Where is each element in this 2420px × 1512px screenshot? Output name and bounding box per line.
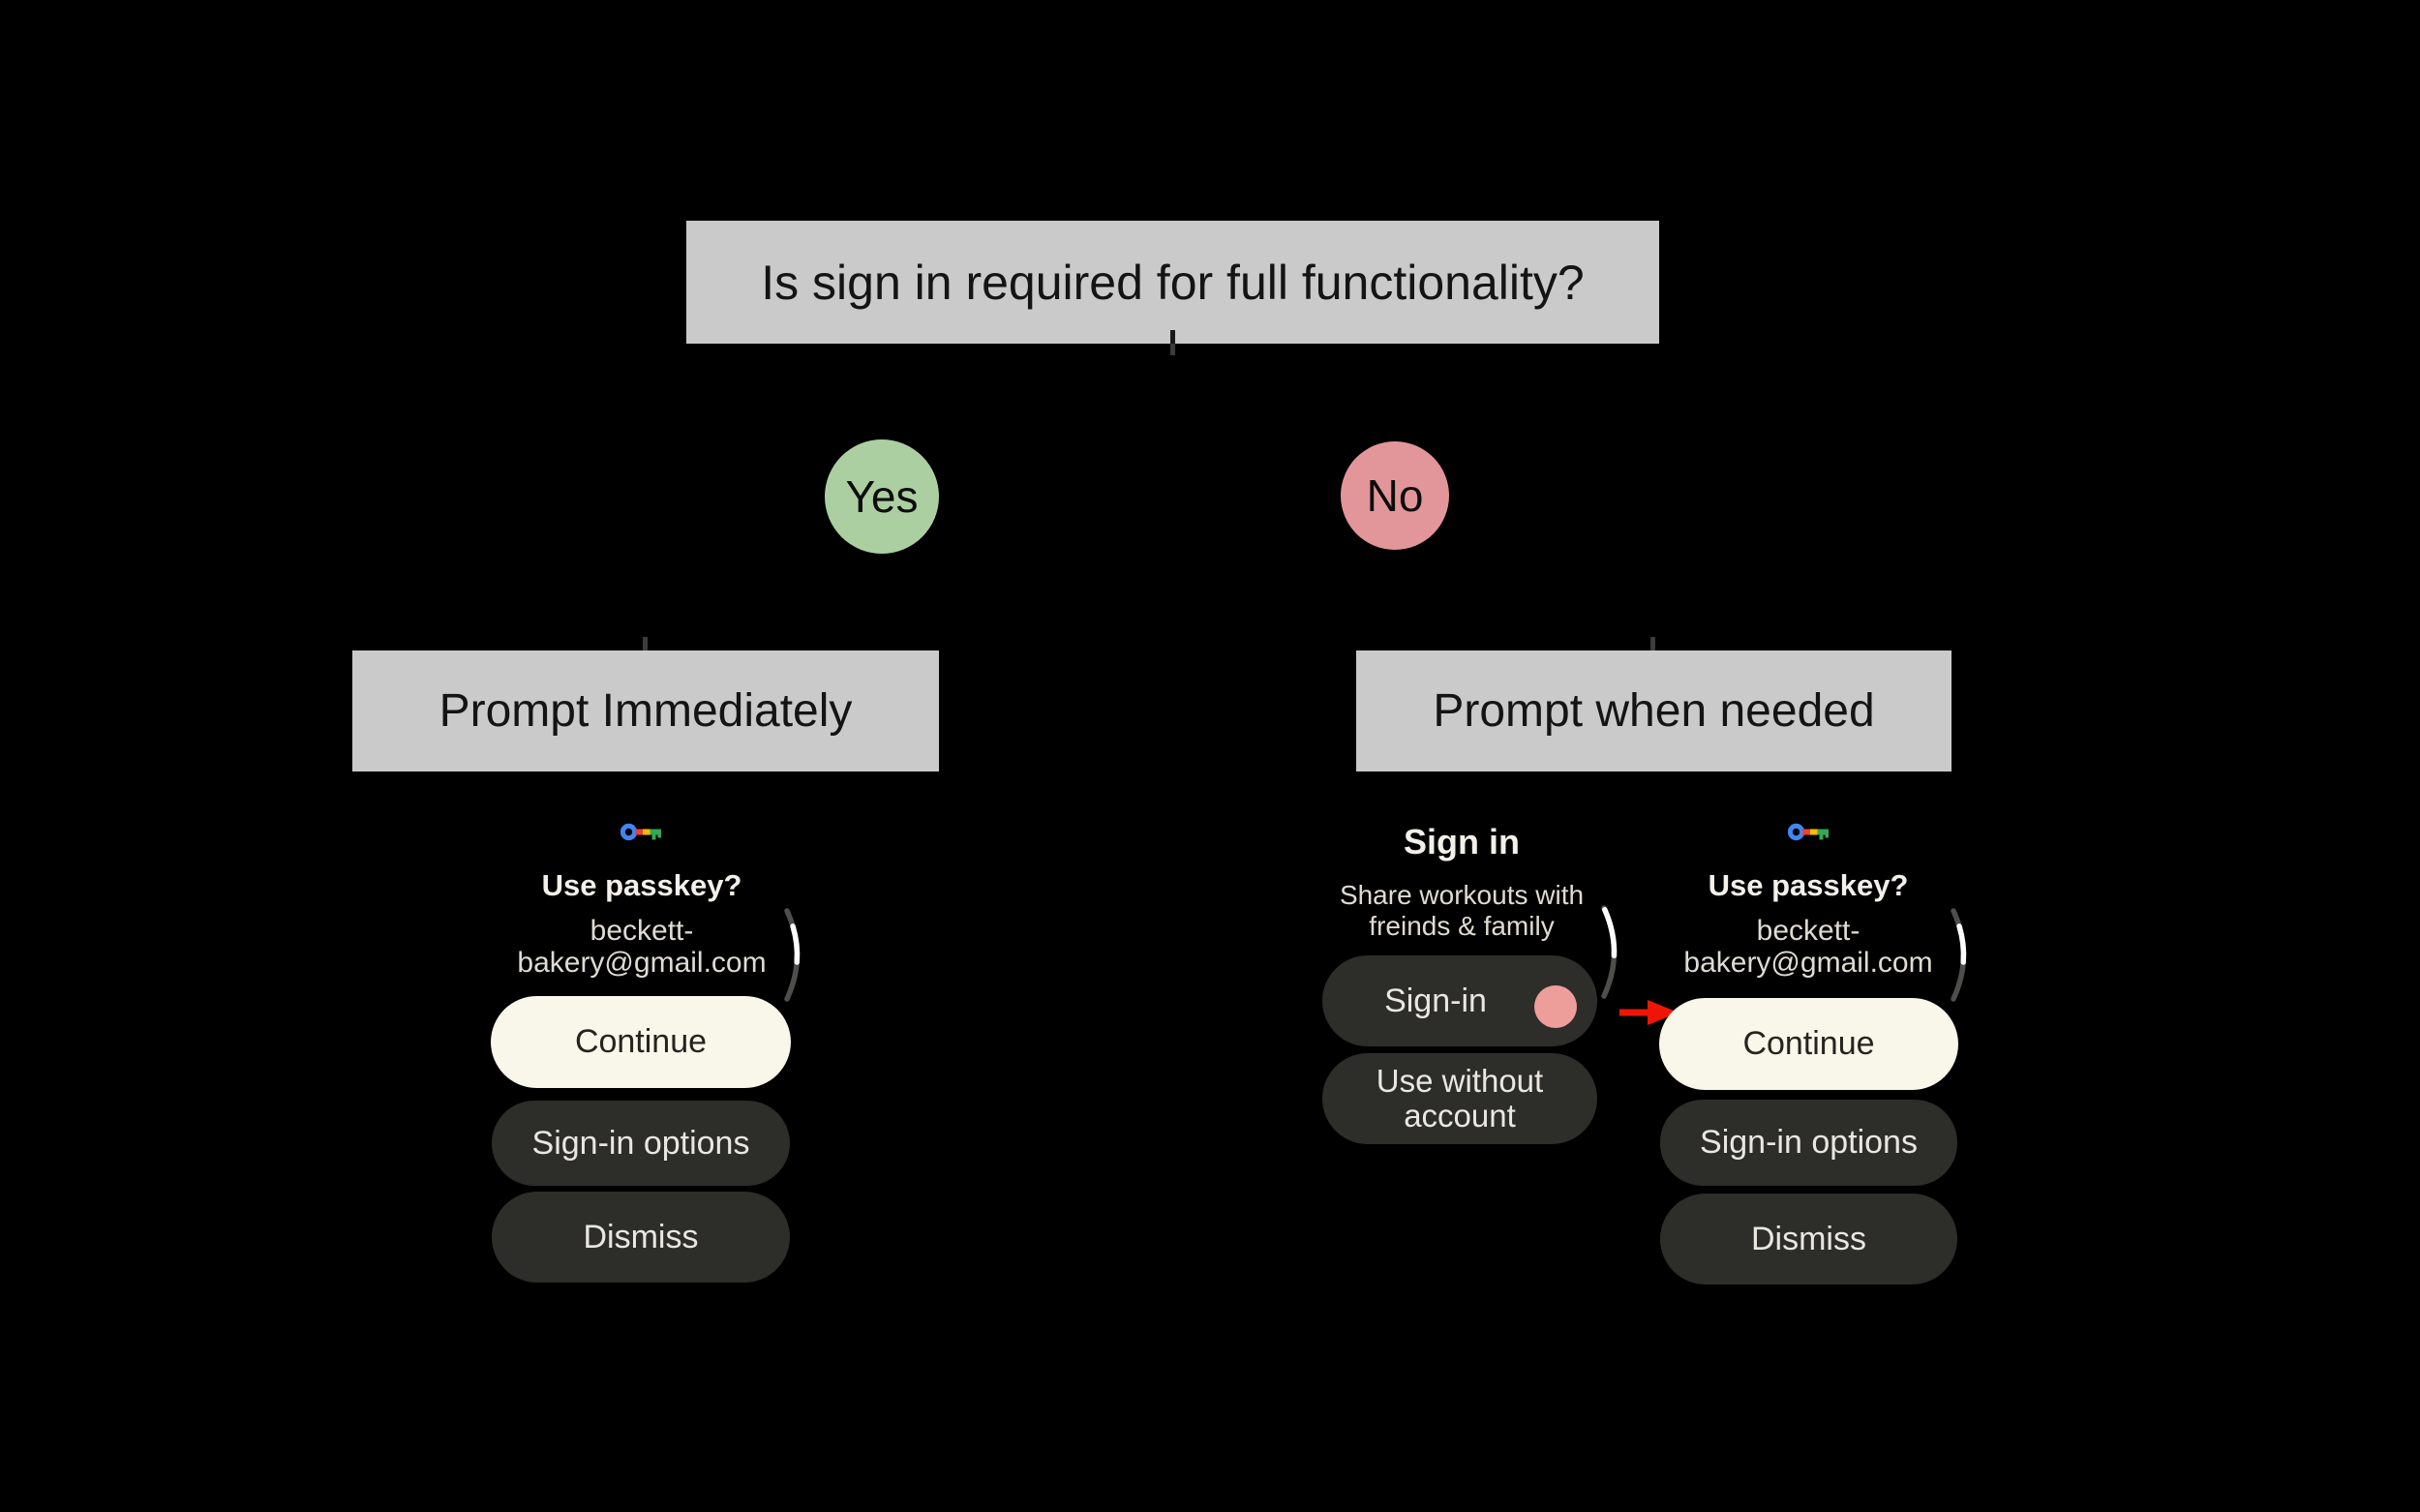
red-arrow-icon xyxy=(1619,1000,1679,1025)
dismiss-button[interactable]: Dismiss xyxy=(1660,1194,1957,1285)
email-line2: bakery@gmail.com xyxy=(1683,947,1933,979)
continue-button[interactable]: Continue xyxy=(491,996,791,1088)
passkey-icon xyxy=(1788,823,1829,841)
outcome-box-immediately: Prompt Immediately xyxy=(352,650,939,771)
passkey-email: beckett- bakery@gmail.com xyxy=(1663,915,1953,979)
scroll-indicator xyxy=(1601,905,1618,999)
yes-label: Yes xyxy=(845,471,919,522)
email-line1: beckett- xyxy=(1756,915,1860,947)
passkey-icon xyxy=(620,823,661,841)
subtitle-line2: freinds & family xyxy=(1369,911,1555,941)
signin-button[interactable]: Sign-in xyxy=(1322,955,1597,1046)
subtitle-line1: Share workouts with xyxy=(1339,880,1585,910)
use-without-account-line2: account xyxy=(1404,1098,1516,1134)
connector-stub xyxy=(1170,344,1175,355)
signin-options-label: Sign-in options xyxy=(1700,1124,1918,1161)
passkey-title: Use passkey? xyxy=(541,868,742,902)
no-label: No xyxy=(1366,470,1424,521)
dismiss-label: Dismiss xyxy=(1751,1220,1866,1257)
signin-options-button[interactable]: Sign-in options xyxy=(492,1101,790,1186)
signin-options-label: Sign-in options xyxy=(531,1124,750,1162)
dismiss-label: Dismiss xyxy=(583,1218,699,1255)
email-line2: bakery@gmail.com xyxy=(517,947,767,979)
passkey-title: Use passkey? xyxy=(1708,868,1909,902)
signin-title: Sign in xyxy=(1404,822,1520,862)
connector-stub xyxy=(643,637,648,650)
outcome-when-needed-text: Prompt when needed xyxy=(1433,685,1875,737)
passkey-email: beckett- bakery@gmail.com xyxy=(497,915,787,979)
connector-stub xyxy=(1650,637,1655,650)
no-node: No xyxy=(1341,441,1449,550)
continue-label: Continue xyxy=(574,1023,708,1060)
scroll-indicator xyxy=(1951,908,1967,1002)
connector-tick xyxy=(1170,330,1175,344)
continue-label: Continue xyxy=(1742,1025,1875,1062)
yes-node: Yes xyxy=(825,439,939,554)
tap-cursor-dot xyxy=(1534,985,1577,1028)
signin-button-label: Sign-in xyxy=(1384,982,1487,1019)
question-text: Is sign in required for full functionali… xyxy=(761,255,1585,310)
scroll-indicator xyxy=(784,908,801,1002)
email-line1: beckett- xyxy=(590,915,694,947)
outcome-immediately-text: Prompt Immediately xyxy=(439,685,853,737)
use-without-account-button[interactable]: Use without account xyxy=(1322,1053,1597,1144)
dismiss-button[interactable]: Dismiss xyxy=(492,1192,790,1283)
signin-subtitle: Share workouts with freinds & family xyxy=(1302,880,1621,942)
question-box: Is sign in required for full functionali… xyxy=(686,221,1659,344)
signin-options-button[interactable]: Sign-in options xyxy=(1660,1100,1957,1186)
continue-button[interactable]: Continue xyxy=(1659,998,1958,1090)
use-without-account-line1: Use without xyxy=(1376,1063,1544,1099)
outcome-box-when-needed: Prompt when needed xyxy=(1356,650,1951,771)
